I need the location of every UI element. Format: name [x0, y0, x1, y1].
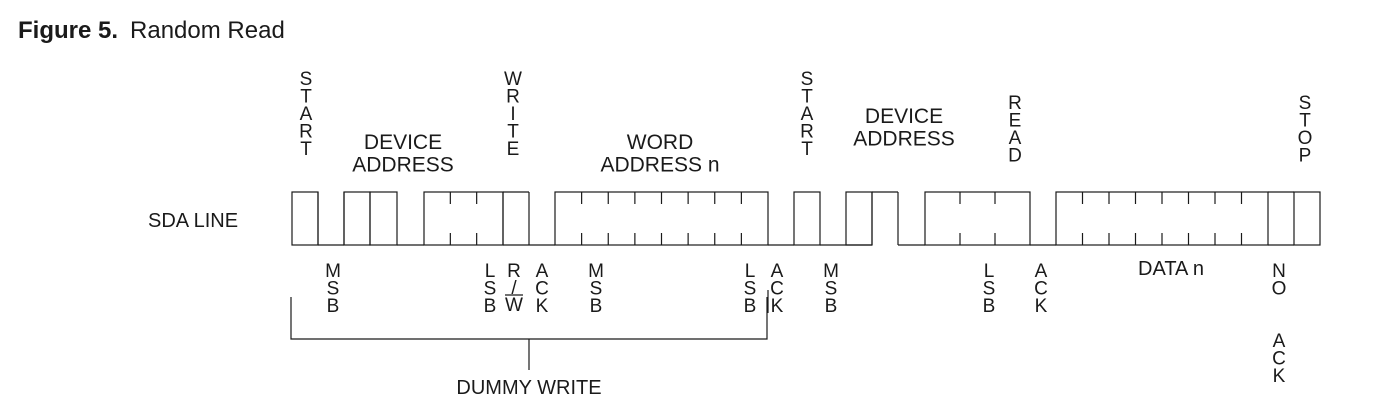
sda-line-label: SDA LINE — [148, 210, 238, 232]
data-n-label: DATA n — [1138, 258, 1204, 280]
w-bar-label: W — [505, 295, 523, 316]
start-bit-cell-2 — [793, 191, 821, 246]
r-label: R — [507, 261, 521, 282]
figure-name: Random Read — [130, 17, 285, 44]
dummy-write-label: DUMMY WRITE — [456, 377, 601, 399]
device-bit-cell — [369, 191, 398, 246]
device-address-cell-2 — [924, 191, 1031, 246]
device-bit-cell — [845, 191, 873, 246]
slash-label: / — [511, 278, 517, 299]
figure-title: Figure 5. Random Read — [18, 17, 285, 45]
sda-waveform — [291, 191, 1321, 246]
dummy-write-brace — [290, 297, 768, 370]
start-bit-cell — [291, 191, 319, 246]
device-bit-cell — [343, 191, 371, 246]
stop-bit-cell — [1293, 191, 1321, 246]
device-address-cell — [423, 191, 504, 246]
figure-number: Figure 5. — [18, 17, 119, 44]
